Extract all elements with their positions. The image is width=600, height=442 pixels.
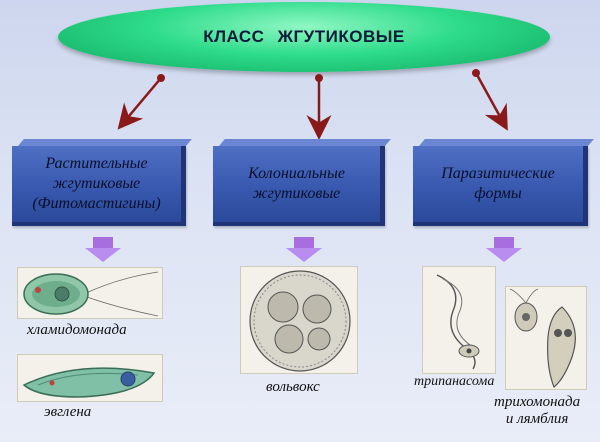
down-arrow-right xyxy=(486,237,522,267)
category-label-parasitic-forms: Паразитические формы xyxy=(441,165,555,202)
category-label-colonial-flagellates: Колониальные жгутиковые xyxy=(248,165,345,202)
arrow-left xyxy=(117,74,165,130)
arrow-middle xyxy=(306,74,332,140)
down-arrow-left xyxy=(85,237,121,267)
caption-chlamydomonas: хламидомонада xyxy=(27,322,127,338)
trypanosoma-image xyxy=(422,266,496,374)
caption-trichomonas-giardia: трихомонада и лямблия xyxy=(494,394,581,428)
title-ellipse: КЛАСС ЖГУТИКОВЫЕ xyxy=(58,2,550,72)
trichomonas-giardia-image xyxy=(505,286,587,390)
diagram-title: КЛАСС ЖГУТИКОВЫЕ xyxy=(203,27,405,46)
caption-trypanosoma: трипанасома xyxy=(414,374,495,389)
arrow-right xyxy=(472,69,508,131)
category-box-plant-flagellates: Растительные жгутиковые (Фитомастигины) xyxy=(12,146,186,226)
caption-euglena: эвглена xyxy=(44,404,92,420)
euglena-image xyxy=(17,354,163,402)
category-box-parasitic-forms: Паразитические формы xyxy=(413,146,588,226)
category-box-colonial-flagellates: Колониальные жгутиковые xyxy=(213,146,385,226)
caption-volvox: вольвокс xyxy=(266,379,320,395)
category-label-plant-flagellates: Растительные жгутиковые (Фитомастигины) xyxy=(32,155,161,212)
down-arrow-middle xyxy=(286,237,322,267)
chlamydomonas-image xyxy=(17,267,163,319)
volvox-image xyxy=(240,266,358,374)
